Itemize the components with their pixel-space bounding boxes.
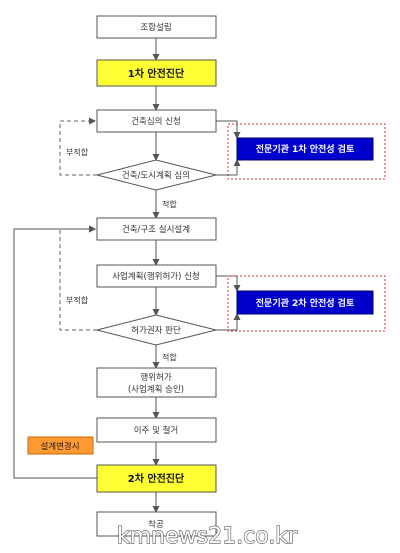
svg-text:2차 안전진단: 2차 안전진단 [128,472,185,485]
expert-review-1-frame [227,123,386,180]
node-arch-review-apply: 건축심의 신청 [96,109,217,133]
svg-text:사업계획(행위허가) 신청: 사업계획(행위허가) 신청 [112,271,200,282]
decision-review: 건축/도시계획 심의 [96,159,217,191]
label-fit-1: 적합 [162,199,177,209]
expert-review-2-frame [227,275,386,332]
node-relocation: 이주 및 철거 [96,417,217,443]
expert-connectors [216,120,241,331]
svg-text:건축심의 신청: 건축심의 신청 [131,116,181,127]
svg-text:조합설립: 조합설립 [140,22,171,33]
label-fit-2: 적합 [162,352,177,362]
svg-text:설계변경시: 설계변경시 [40,441,79,452]
watermark: kmnews21.co.kr [117,524,298,549]
design-change-label: 설계변경시 [27,436,94,455]
node-action-permit: 행위허가 (사업계획 승인) [96,367,217,398]
svg-text:전문기관 2차 안전성 검토: 전문기관 2차 안전성 검토 [256,297,355,309]
decision-permit: 허가권자 판단 [96,314,217,346]
expert-review-2: 전문기관 2차 안전성 검토 [236,290,374,315]
expert-review-1: 전문기관 1차 안전성 검토 [236,137,374,161]
design-change-loop [13,225,97,479]
svg-text:(사업계획 승인): (사업계획 승인) [128,384,184,395]
svg-text:전문기관 1차 안전성 검토: 전문기관 1차 안전성 검토 [256,143,355,155]
node-second-safety: 2차 안전진단 [96,464,217,493]
node-first-safety: 1차 안전진단 [96,59,217,87]
svg-text:건축/도시계획 심의: 건축/도시계획 심의 [122,170,190,181]
svg-text:행위허가: 행위허가 [140,372,171,383]
node-start: 착공 [96,511,217,537]
label-unfit-2: 부적합 [66,295,89,305]
node-design: 건축/구조 실시설계 [96,217,217,241]
svg-text:건축/구조 실시설계: 건축/구조 실시설계 [122,224,190,235]
svg-text:이주 및 철거: 이주 및 철거 [134,425,179,436]
svg-text:허가권자 판단: 허가권자 판단 [131,325,181,336]
label-unfit-1: 부적합 [66,147,89,157]
svg-text:착공: 착공 [148,520,164,530]
node-project-plan-apply: 사업계획(행위허가) 신청 [96,264,217,288]
node-union-establish: 조합설립 [96,15,217,39]
svg-text:1차 안전진단: 1차 안전진단 [128,67,185,80]
